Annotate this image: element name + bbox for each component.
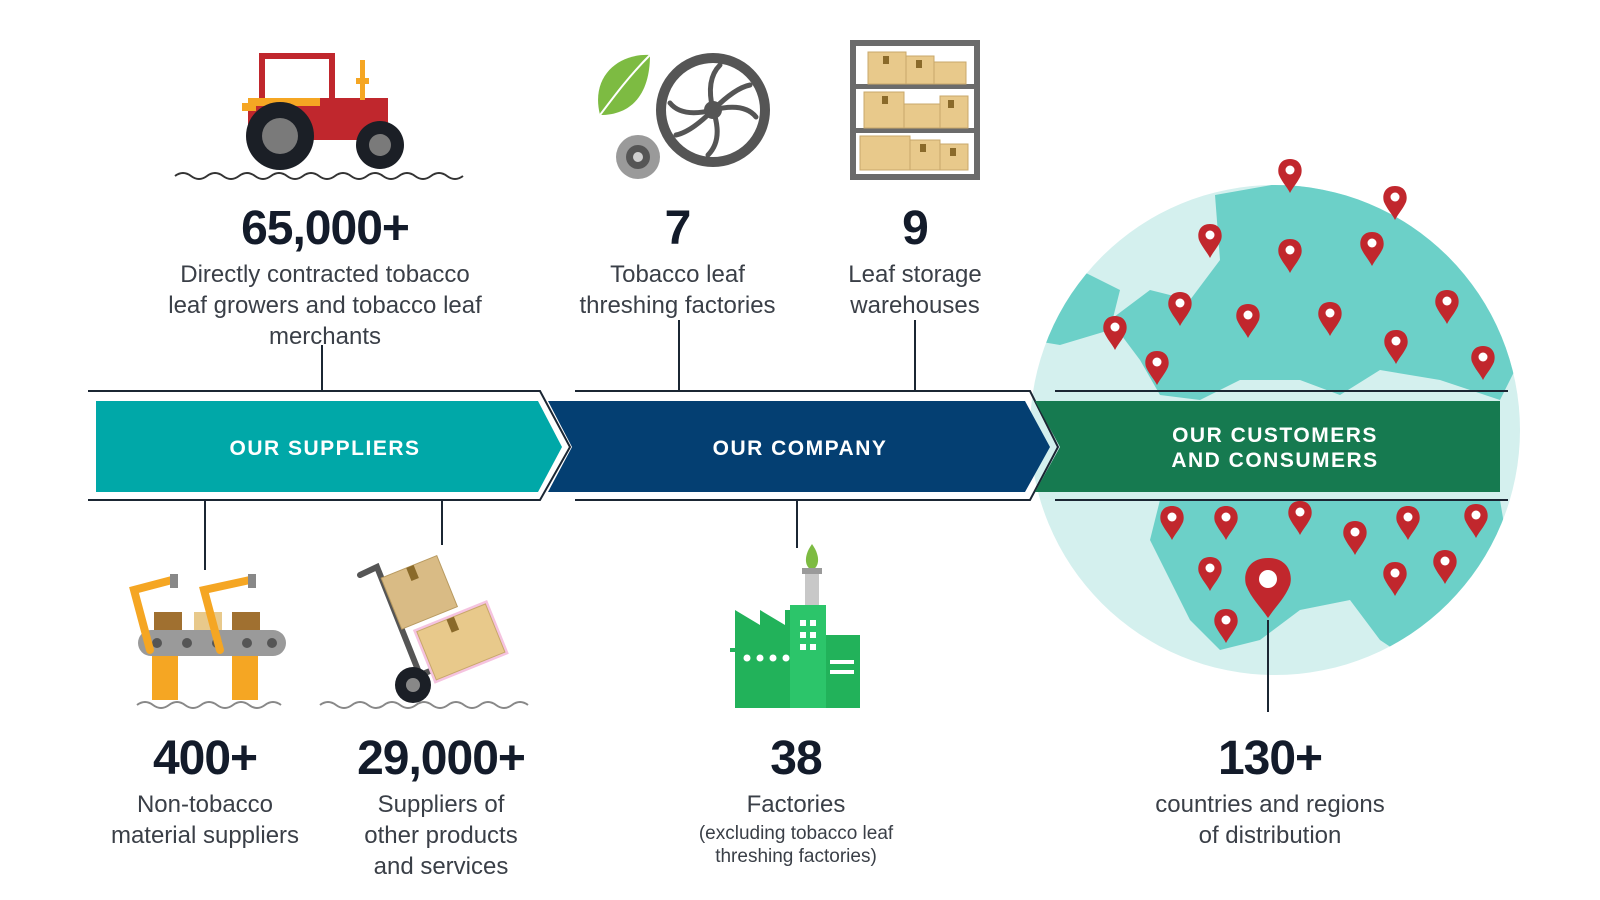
hand-truck-boxes-icon — [319, 554, 529, 709]
stat-other-suppliers-line3: and services — [373, 853, 509, 880]
stat-factories-value: 38 — [770, 732, 822, 785]
stat-warehouses: 9 Leaf storage warehouses — [815, 205, 1015, 321]
stat-growers-line1: Directly contracted tobacco — [180, 261, 470, 288]
stat-threshing-value: 7 — [664, 202, 692, 255]
stat-other-suppliers: 29,000+ Suppliers of other products and … — [330, 735, 552, 882]
stat-factories-note: (excluding tobacco leaf threshing factor… — [660, 822, 932, 868]
connector-countries — [1267, 620, 1269, 712]
connector-factories — [796, 500, 798, 548]
stat-countries: 130+ countries and regions of distributi… — [1120, 735, 1420, 851]
stat-factories-note2: threshing factories) — [715, 846, 877, 867]
banner-label-company: OUR COMPANY — [712, 437, 888, 460]
connector-growers — [321, 345, 323, 391]
stat-non-tobacco-line2: material suppliers — [110, 822, 300, 849]
factory-icon — [730, 544, 860, 708]
stat-growers: 65,000+ Directly contracted tobacco leaf… — [120, 205, 530, 352]
banner-label-customers: OUR CUSTOMERS AND CONSUMERS — [1130, 423, 1420, 473]
connector-non-tobacco — [204, 500, 206, 570]
tractor-icon — [174, 53, 464, 180]
stat-countries-line1: countries and regions — [1155, 791, 1385, 818]
connector-warehouses — [914, 320, 916, 391]
stat-threshing-desc: Tobacco leaf threshing factories — [555, 259, 800, 321]
stat-growers-line3: merchants — [268, 323, 382, 350]
customers-arrow — [1035, 401, 1500, 492]
suppliers-arrow — [96, 401, 562, 492]
stat-factories-line1: Factories — [746, 791, 846, 818]
stat-countries-line2: of distribution — [1198, 822, 1342, 849]
connector-other-suppliers — [441, 500, 443, 545]
stat-non-tobacco-value: 400+ — [152, 732, 258, 785]
stat-other-suppliers-line2: other products — [364, 822, 518, 849]
stat-other-suppliers-desc: Suppliers of other products and services — [330, 789, 552, 882]
stat-other-suppliers-line1: Suppliers of — [377, 791, 505, 818]
stat-growers-desc: Directly contracted tobacco leaf growers… — [120, 259, 530, 352]
stat-countries-desc: countries and regions of distribution — [1120, 789, 1420, 851]
stat-factories-note1: (excluding tobacco leaf — [698, 823, 894, 844]
stat-threshing-line2: threshing factories — [579, 292, 776, 319]
stat-growers-line2: leaf growers and tobacco leaf — [168, 292, 482, 319]
stat-non-tobacco: 400+ Non-tobacco material suppliers — [90, 735, 320, 851]
stat-non-tobacco-desc: Non-tobacco material suppliers — [90, 789, 320, 851]
stat-factories: 38 Factories (excluding tobacco leaf thr… — [660, 735, 932, 868]
banner-label-customers-line2: AND CONSUMERS — [1171, 449, 1379, 472]
stat-warehouses-line2: warehouses — [850, 292, 980, 319]
stat-warehouses-value: 9 — [902, 202, 929, 255]
stat-other-suppliers-value: 29,000+ — [357, 732, 526, 785]
stat-countries-value: 130+ — [1217, 732, 1323, 785]
location-pin-icon — [1103, 159, 1495, 643]
robotic-arm-conveyor-icon — [129, 574, 286, 709]
stat-threshing: 7 Tobacco leaf threshing factories — [555, 205, 800, 321]
stat-threshing-line1: Tobacco leaf — [610, 261, 745, 288]
banner-label-customers-line1: OUR CUSTOMERS — [1172, 424, 1378, 447]
stat-non-tobacco-line1: Non-tobacco — [136, 791, 274, 818]
leaf-thresher-icon — [598, 53, 770, 179]
stat-growers-value: 65,000+ — [241, 202, 410, 255]
stat-warehouses-line1: Leaf storage — [848, 261, 982, 288]
banner-label-suppliers: OUR SUPPLIERS — [229, 437, 421, 460]
warehouse-shelf-icon — [850, 40, 980, 180]
stat-warehouses-desc: Leaf storage warehouses — [815, 259, 1015, 321]
main-location-pin-icon — [1245, 558, 1291, 618]
company-arrow — [548, 401, 1050, 492]
connector-threshing — [678, 320, 680, 391]
